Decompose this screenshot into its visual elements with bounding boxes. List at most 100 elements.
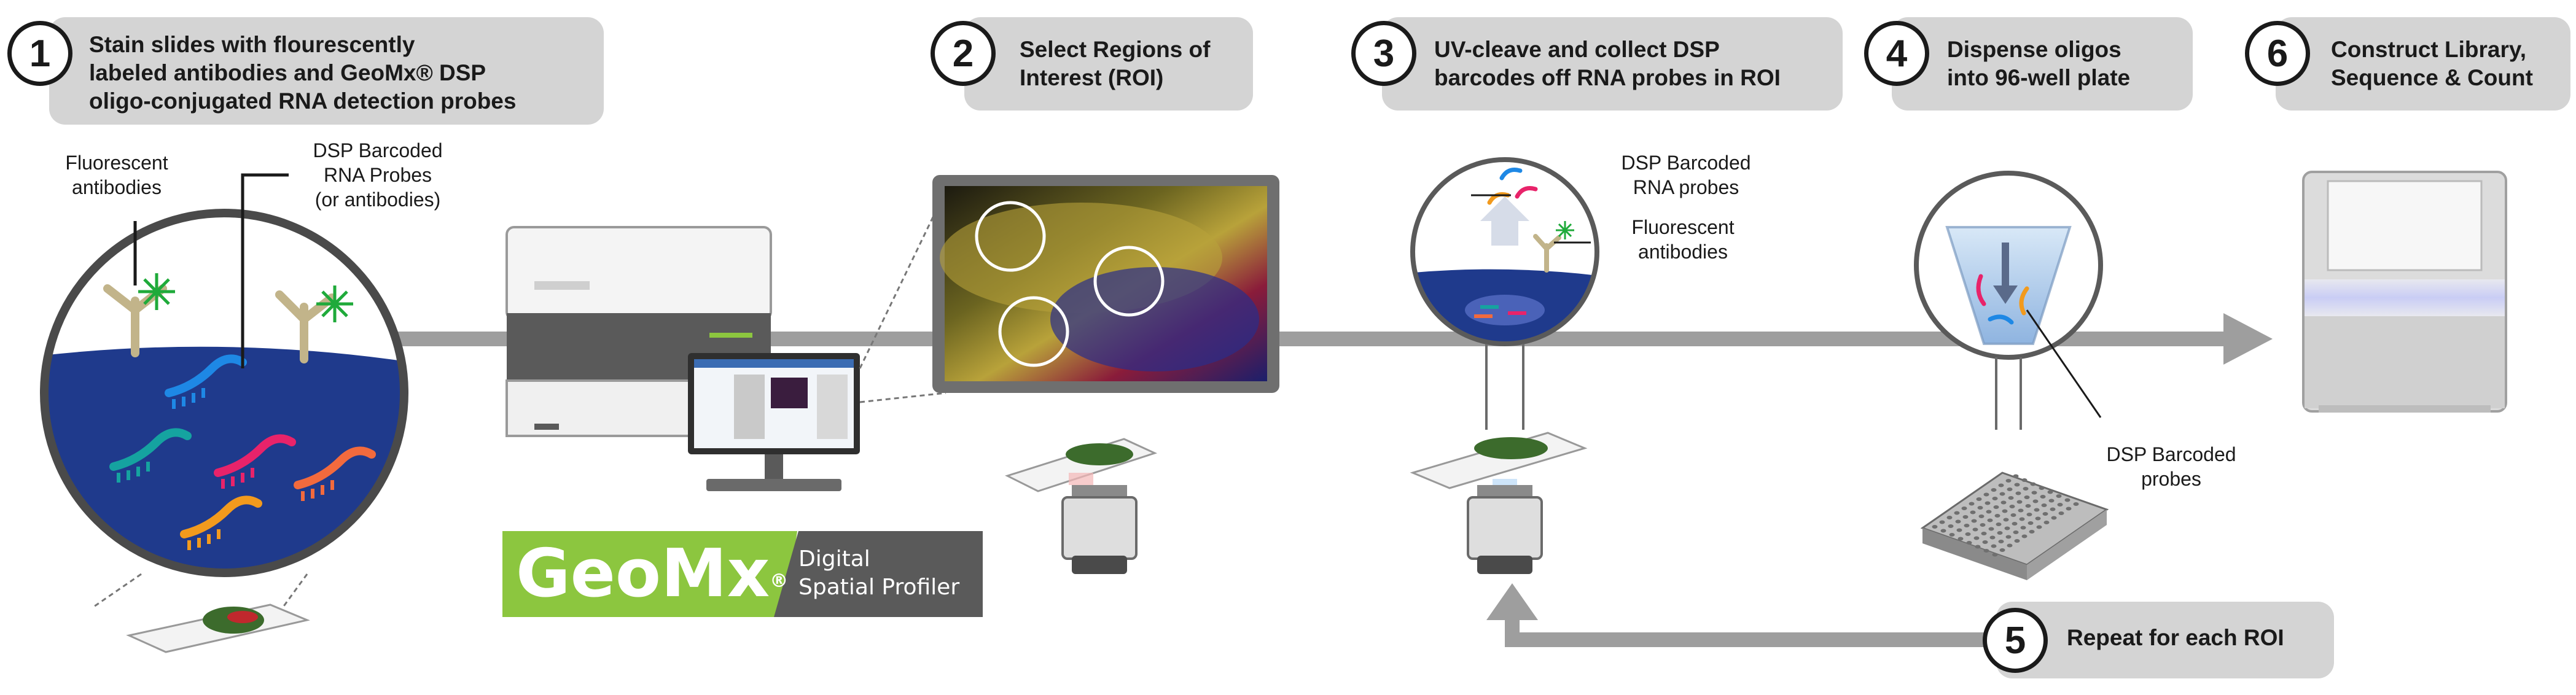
well: [2004, 526, 2010, 530]
well: [1973, 536, 1980, 540]
well: [1989, 535, 1996, 540]
well: [2034, 508, 2040, 512]
well: [1978, 514, 1985, 518]
geomx-logo: [502, 531, 983, 617]
well: [1971, 519, 1977, 523]
well: [1976, 497, 1982, 501]
well: [2035, 516, 2041, 521]
monitor-icon: [688, 190, 947, 491]
well: [2043, 521, 2050, 524]
well: [2048, 499, 2055, 503]
well: [1992, 553, 1998, 557]
microscope-objective-icon: [1005, 438, 1158, 574]
well: [1983, 492, 1989, 497]
step-5-number: 5: [1983, 608, 2048, 673]
well: [2036, 525, 2042, 529]
well: [1997, 531, 2003, 535]
well: [2039, 486, 2045, 490]
well: [1972, 527, 1978, 532]
well: [1992, 497, 1998, 500]
well: [1977, 506, 1983, 510]
fluorescent-star-icon: [138, 273, 353, 322]
step-5-box: [1996, 602, 2334, 678]
well: [2042, 512, 2048, 516]
tube-icon: [1914, 171, 2103, 430]
well: [2051, 516, 2057, 520]
well: [2019, 517, 2025, 521]
well: [1999, 492, 2005, 496]
well: [2015, 491, 2021, 495]
step-4-box: [1892, 17, 2193, 111]
well: [2040, 495, 2046, 499]
well: [2066, 507, 2072, 511]
well: [2014, 483, 2020, 487]
well: [2002, 509, 2008, 513]
step-4-number: 4: [1864, 21, 1929, 86]
well: [1986, 510, 1992, 514]
step-6-box: [2276, 17, 2570, 111]
well: [1966, 541, 1972, 545]
logo-brand: GeoMx®: [516, 535, 789, 612]
step-3-number: 3: [1351, 21, 1416, 86]
well: [1991, 544, 1997, 548]
well: [2032, 499, 2039, 503]
roi-screen: [932, 175, 1279, 393]
well: [1970, 510, 1976, 514]
registered-mark: ®: [770, 570, 789, 592]
well-plate-icon: [1920, 472, 2109, 580]
well: [2030, 482, 2036, 486]
well: [2005, 535, 2012, 539]
stain-circle: [40, 173, 408, 577]
well: [2025, 504, 2031, 508]
well: [2003, 518, 2009, 522]
step-2-number: 2: [931, 21, 996, 86]
well: [1998, 540, 2004, 543]
well: [2031, 491, 2037, 495]
well: [1940, 529, 1946, 533]
well: [1993, 505, 1999, 509]
well: [2009, 505, 2015, 508]
well: [2047, 490, 2053, 494]
well: [1987, 518, 1993, 522]
collection-objective-icon: [1410, 432, 1588, 574]
well: [2073, 502, 2079, 506]
well: [1939, 520, 1945, 524]
well: [1975, 545, 1981, 549]
well: [1956, 528, 1962, 532]
well: [2023, 487, 2029, 491]
step-6-text: Construct Library,Sequence & Count: [2331, 37, 2533, 90]
well: [2026, 513, 2032, 516]
step-3-box: [1382, 17, 1843, 111]
well: [1955, 519, 1961, 524]
well: [2029, 530, 2035, 534]
step-5-text: Repeat for each ROI: [2067, 625, 2284, 650]
well: [1981, 532, 1987, 535]
well: [2057, 503, 2063, 507]
well: [2020, 526, 2026, 530]
well: [2024, 495, 2030, 499]
well: [2007, 487, 2013, 491]
well: [1969, 502, 1975, 506]
well: [1998, 483, 2004, 487]
well: [1999, 548, 2005, 552]
well: [1957, 537, 1964, 541]
well: [1932, 525, 1938, 529]
well: [2005, 479, 2012, 483]
well: [1954, 511, 1960, 515]
well: [2013, 474, 2019, 478]
step-6-number: 6: [2245, 21, 2310, 86]
well: [2016, 500, 2023, 504]
well: [2056, 494, 2062, 498]
repeat-loop-arrow: [1486, 583, 1996, 647]
well: [1988, 527, 1994, 531]
